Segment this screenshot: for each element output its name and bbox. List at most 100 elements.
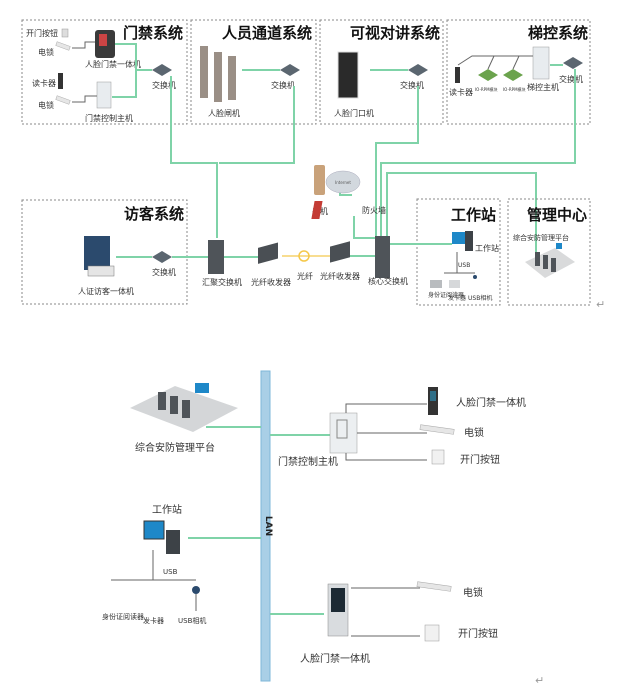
aggregation-switch-icon [208,240,224,274]
switch-label: 交换机 [559,74,583,84]
open-button-label: 开门按钮 [26,28,58,38]
computer-tower-icon [166,530,180,554]
monitor-icon [452,232,466,244]
visitor-box [21,199,188,305]
monitor-icon [143,520,165,540]
io-module-icon [478,69,498,81]
video-intercom-box [319,19,444,125]
fiber-label: 光纤 [297,271,313,281]
visitor-subsystem: 访客系统 人证访客一体机 交换机 [21,199,188,305]
access-control-box [21,19,188,125]
monitor-icon [556,243,562,249]
electric-lock-icon [55,95,71,105]
ctrl-device-label-0: 人脸门禁一体机 [456,396,526,409]
controller-icon [96,81,112,109]
ws-device-label-2: USB相机 [178,616,206,625]
monitor-icon [195,383,209,393]
return-mark: ↵ [535,674,544,687]
fiber-transceiver-label-2: 光纤收发器 [320,271,360,281]
personnel-channel-box [190,19,317,125]
server-icon [535,252,540,266]
lock-label-2: 电锁 [38,100,54,110]
usb-camera-icon [192,586,200,594]
server-icon [551,258,556,272]
face-terminal-label: 人脸门禁一体机 [85,59,141,69]
controller-label: 门禁控制主机 [85,113,133,123]
workstation-label: 工作站 [152,503,182,516]
elevator-host-label: 梯控主机 [527,82,559,92]
server-icon [158,392,166,410]
open-button-icon [431,449,445,465]
lan-bus [260,370,271,682]
face-gate-label: 人脸闸机 [208,108,240,118]
ws-device-label-1: 发卡器 [143,616,164,625]
card-reader-label: 读卡器 [449,87,473,97]
face-device-label-1: 开门按钮 [458,627,498,640]
switch-icon [280,64,300,76]
firewall-label: 防火墙 [362,205,386,215]
face-terminal-label: 人脸门禁一体机 [300,652,370,665]
video-intercom-title: 可视对讲系统 [350,24,440,42]
internet-cloud-icon [325,170,361,194]
switch-label: 交换机 [400,80,424,90]
controller-label: 门禁控制主机 [278,455,338,468]
elevator-control-box [446,19,591,125]
phone-icon [314,165,325,195]
switch-label: 交换机 [152,80,176,90]
lock-label-1: 电锁 [38,47,54,57]
fiber-transceiver-icon [330,241,350,263]
controller-door-icon [336,419,348,439]
face-device-label-0: 电锁 [463,586,483,599]
usb-label: USB [163,568,178,576]
management-center-box [507,198,591,306]
return-mark: ↵ [596,298,605,311]
platform-label: 综合安防管理平台 [135,441,215,454]
face-terminal-screen-icon [430,391,436,401]
visitor-terminal-icon [84,236,110,270]
workstation-label: 工作站 [475,243,499,253]
switch-label: 交换机 [271,80,295,90]
open-button-icon [61,28,69,38]
lan-label: LAN [263,516,273,536]
access-control-title: 门禁系统 [123,24,183,42]
card-reader-label: 读卡器 [32,78,56,88]
workstation-title: 工作站 [451,206,496,224]
computer-tower-icon [465,231,473,251]
visitor-terminal-label: 人证访客一体机 [78,286,134,296]
card-issuer-label: 发卡器 [448,294,466,302]
electric-lock-icon [419,424,455,435]
switch-icon [152,251,172,263]
platform-icon [525,248,575,278]
management-center-subsystem: 管理中心 综合安防管理平台 [507,198,591,306]
workstation-box [416,198,501,306]
core-switch-icon [375,236,390,278]
firewall-icon [311,201,323,219]
door-station-label: 人脸门口机 [334,108,374,118]
core-switch-label: 核心交换机 [368,276,408,286]
ctrl-device-label-2: 开门按钮 [460,453,500,466]
core-network: 汇聚交换机 光纤收发器 光纤 光纤收发器 核心交换机 手机 Internet 防… [172,165,408,287]
open-button-icon [424,624,440,642]
electric-lock-icon [55,41,71,51]
card-reader-icon [455,67,460,83]
visitor-terminal-base-icon [87,265,115,277]
fiber-transceiver-icon [258,242,278,264]
card-issuer-icon [449,280,460,288]
visitor-title: 访客系统 [124,205,184,223]
face-gate-icon [200,46,208,98]
platform-label: 综合安防管理平台 [513,233,569,242]
elevator-control-subsystem: 梯控系统 读卡器 IO-RPM模块 IO-RPM模块 梯控主机 交换机 [446,19,591,125]
fiber-transceiver-label-1: 光纤收发器 [251,277,291,287]
face-gate-icon [228,56,236,100]
id-reader-label: 身份证阅读器 [428,291,464,299]
internet-label: Internet [335,180,351,185]
aggregation-switch-label: 汇聚交换机 [202,277,242,287]
video-intercom-subsystem: 可视对讲系统 人脸门口机 交换机 [319,19,444,125]
switch-icon [152,64,172,76]
switch-icon [408,64,428,76]
io-module-label-1: IO-RPM模块 [475,86,498,92]
electric-lock-icon [416,581,452,592]
personnel-channel-title: 人员通道系统 [222,24,312,42]
id-reader-icon [430,280,442,288]
